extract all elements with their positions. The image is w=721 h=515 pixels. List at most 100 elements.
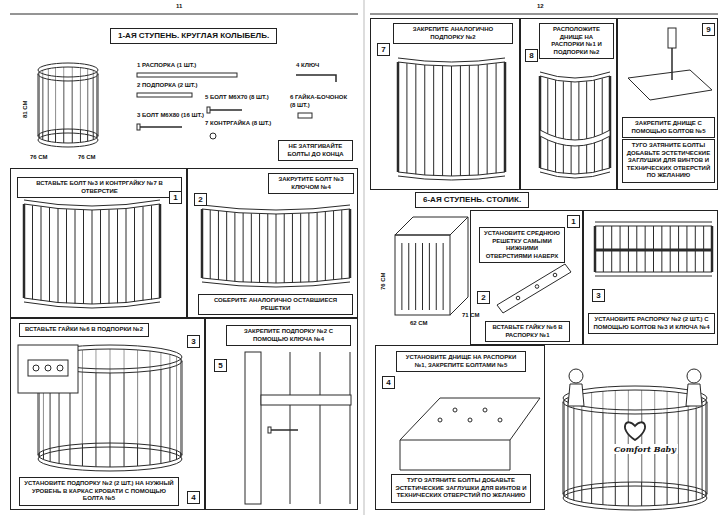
slat xyxy=(350,352,351,395)
step-title: 6-АЯ СТУПЕНЬ. СТОЛИК. xyxy=(423,195,521,205)
slat xyxy=(422,243,423,310)
slat xyxy=(615,390,616,482)
slat xyxy=(678,392,679,484)
rail xyxy=(398,62,505,66)
step-panel: УСТАНОВИТЕ ДНИЩЕ НА РАСПОРКИ №1, ЗАКРЕПИ… xyxy=(375,345,545,510)
part-bar xyxy=(137,93,192,97)
slat xyxy=(32,205,33,299)
hole xyxy=(453,408,457,412)
hole xyxy=(516,296,520,300)
rail xyxy=(202,205,350,210)
rail xyxy=(595,222,712,223)
barrel-nut xyxy=(45,365,51,371)
step-number: 2 xyxy=(477,291,490,304)
bolt-icon xyxy=(137,124,182,130)
dimension: 81 СМ xyxy=(22,100,30,118)
hole xyxy=(535,285,539,289)
crossbar xyxy=(595,249,712,252)
slat xyxy=(469,66,470,176)
slat xyxy=(705,400,706,492)
slat xyxy=(72,67,73,129)
slat xyxy=(83,210,84,304)
screwdriver-handle xyxy=(668,28,676,48)
slat xyxy=(300,213,301,282)
slat xyxy=(581,394,582,486)
child-body xyxy=(686,384,702,406)
hole xyxy=(553,273,557,277)
slat xyxy=(110,349,111,443)
hand-inset xyxy=(18,345,78,393)
slat xyxy=(251,213,252,282)
slat xyxy=(442,66,443,176)
hole xyxy=(438,418,442,422)
slat xyxy=(276,214,277,283)
children-figures xyxy=(568,369,702,406)
slat xyxy=(408,243,409,310)
slat xyxy=(571,82,572,174)
board xyxy=(628,70,712,100)
slat xyxy=(292,214,293,283)
note-box: НЕ ЗАТЯГИВАЙТЕ БОЛТЫ ДО КОНЦА xyxy=(278,140,353,161)
slat xyxy=(137,350,138,444)
slat xyxy=(578,82,579,174)
slat xyxy=(82,350,83,444)
dimension: 62 СМ xyxy=(410,320,428,328)
hole xyxy=(468,418,472,422)
slat xyxy=(349,209,352,278)
instruction-caption: ЗАКРЕПИТЕ ДНИЩЕ С ПОМОЩЬЮ БОЛТОВ №5 xyxy=(622,117,715,138)
rim xyxy=(38,129,98,143)
child-body xyxy=(568,384,584,406)
slat-panel xyxy=(540,72,610,178)
rim xyxy=(563,390,707,414)
slat xyxy=(226,212,227,281)
step-number: 1 xyxy=(169,191,182,204)
slat xyxy=(443,243,444,310)
part-name: 1 РАСПОРКА (1 ШТ.) xyxy=(137,62,196,70)
slat xyxy=(591,392,592,484)
rail xyxy=(540,172,610,178)
slat xyxy=(317,212,318,281)
slat xyxy=(433,66,434,176)
slat xyxy=(38,74,39,136)
slat xyxy=(496,63,497,173)
slat xyxy=(707,402,708,494)
step-number: 3 xyxy=(187,335,200,348)
child-head xyxy=(687,369,701,383)
table-top xyxy=(395,217,468,235)
slat xyxy=(117,209,118,303)
rail xyxy=(540,72,610,78)
slat xyxy=(92,210,93,304)
slat xyxy=(609,76,612,168)
instruction-caption: СОБЕРИТЕ АНАЛОГИЧНО ОСТАВШИЕСЯ РЕШЕТКИ xyxy=(198,294,353,315)
slat xyxy=(87,69,88,131)
instruction-caption: ТУГО ЗАТЯНИТЕ БОЛТЫ ДОБАВЬТЕ ЭСТЕТИЧЕСКИ… xyxy=(391,474,531,503)
page-number: 11 xyxy=(176,3,182,11)
key-icon xyxy=(296,75,336,82)
part-name: 3 БОЛТ М6Х80 (16 ШТ.) xyxy=(137,112,204,120)
dimension: 76 СМ xyxy=(30,154,48,162)
slat xyxy=(176,356,177,450)
slat xyxy=(555,80,556,172)
step-panel: ЗАКРЕПИТЕ ПОДПОРКУ №2 С ПОМОЩЬЮ КЛЮЧА №4… xyxy=(205,318,358,510)
slat xyxy=(341,210,342,279)
instruction-caption: УСТАНОВИТЕ ДНИЩЕ НА РАСПОРКИ №1, ЗАКРЕПИ… xyxy=(396,351,526,372)
step-title: 1-АЯ СТУПЕНЬ. КРУГЛАЯ КОЛЫБЕЛЬ. xyxy=(118,31,269,41)
slat xyxy=(134,208,135,302)
step-panel: ВСТАВЬТЕ ГАЙКИ №6 В ПОДПОРКИ №23УСТАНОВИ… xyxy=(10,318,205,510)
slat xyxy=(696,396,697,488)
slat xyxy=(55,68,56,130)
board-detail xyxy=(628,28,712,100)
page-divider xyxy=(364,0,365,515)
part-name: 2 ПОДПОРКА (2 ШТ.) xyxy=(137,82,198,90)
slat xyxy=(504,62,507,172)
rail xyxy=(24,204,160,210)
slat-panel xyxy=(398,58,505,180)
slat xyxy=(259,214,260,283)
instruction-caption: УСТАНОВИТЕ СРЕДНЮЮ РЕШЕТКУ САМЫМИ НИЖНИМ… xyxy=(479,227,565,263)
step-number: 7 xyxy=(377,43,390,56)
slat xyxy=(406,63,407,173)
slat xyxy=(401,243,402,310)
rail xyxy=(595,276,712,277)
slat xyxy=(564,400,565,492)
slat xyxy=(397,62,400,172)
